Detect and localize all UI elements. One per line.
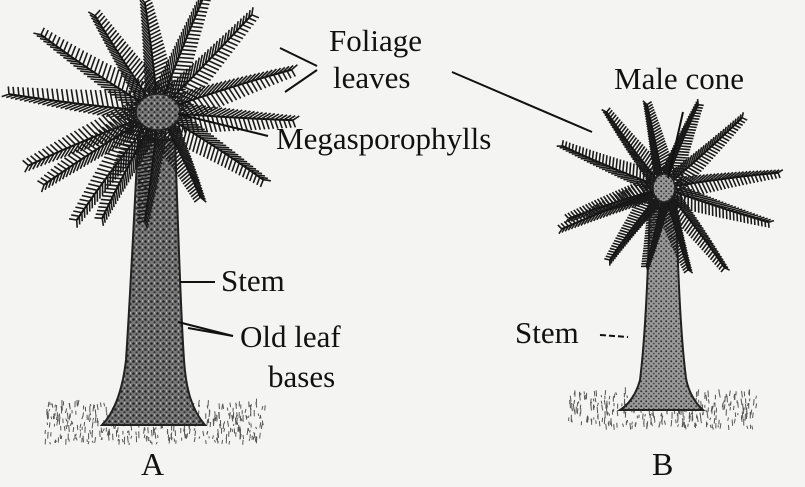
- label-male-cone: Male cone: [614, 62, 744, 96]
- plant-a-megasporophylls: [136, 94, 180, 130]
- letter-a: A: [141, 447, 164, 481]
- leader-old-leaf-a2: [188, 328, 233, 336]
- frond-leaflets: [157, 0, 212, 105]
- label-stem-a: Stem: [221, 264, 285, 298]
- leader-foliage-a2: [285, 70, 317, 92]
- plant-b: [557, 99, 783, 430]
- label-megasporophylls: Megasporophylls: [276, 122, 491, 156]
- label-old-leaf-line1: Old leaf: [240, 320, 341, 354]
- label-stem-b: Stem: [515, 316, 579, 350]
- letter-b: B: [652, 447, 673, 481]
- label-old-leaf-line2: bases: [268, 360, 335, 394]
- plant-b-male-cone: [653, 174, 675, 202]
- label-foliage-line1: Foliage: [329, 24, 422, 58]
- leader-stem-b: [600, 335, 628, 337]
- leader-foliage-a1: [280, 48, 317, 66]
- label-foliage-line2: leaves: [333, 61, 410, 95]
- plant-a: [2, 0, 300, 445]
